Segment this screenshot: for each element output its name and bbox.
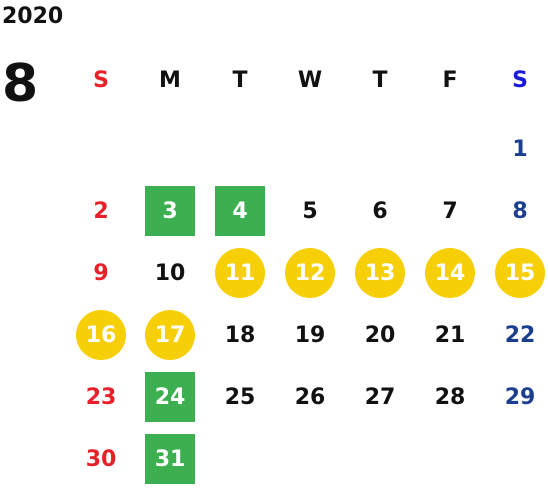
day-cell-15[interactable]: 15	[495, 248, 545, 298]
weekday-header-sunday: S	[93, 67, 109, 93]
day-cell-16[interactable]: 16	[76, 310, 126, 360]
day-cell-5[interactable]: 5	[302, 198, 318, 224]
day-cell-19[interactable]: 19	[294, 322, 326, 348]
day-cell-22[interactable]: 22	[504, 322, 536, 348]
weekday-header-wednesday: W	[297, 67, 323, 93]
day-cell-1[interactable]: 1	[512, 136, 528, 162]
weekday-header-monday: M	[159, 67, 181, 93]
weekday-header-thursday: T	[372, 67, 388, 93]
year-label: 2020	[2, 4, 64, 29]
day-cell-7[interactable]: 7	[442, 198, 458, 224]
day-cell-6[interactable]: 6	[372, 198, 388, 224]
weekday-header-tuesday: T	[232, 67, 248, 93]
day-cell-9[interactable]: 9	[93, 260, 109, 286]
day-cell-11[interactable]: 11	[215, 248, 265, 298]
weekday-header-friday: F	[442, 67, 458, 93]
day-cell-28[interactable]: 28	[434, 384, 466, 410]
day-cell-24[interactable]: 24	[145, 372, 195, 422]
day-cell-18[interactable]: 18	[224, 322, 256, 348]
day-cell-23[interactable]: 23	[85, 384, 117, 410]
day-cell-14[interactable]: 14	[425, 248, 475, 298]
weekday-header-saturday: S	[512, 67, 528, 93]
month-label: 8	[2, 54, 39, 114]
day-cell-29[interactable]: 29	[504, 384, 536, 410]
day-cell-12[interactable]: 12	[285, 248, 335, 298]
day-cell-26[interactable]: 26	[294, 384, 326, 410]
day-cell-30[interactable]: 30	[85, 446, 117, 472]
day-cell-2[interactable]: 2	[93, 198, 109, 224]
day-cell-13[interactable]: 13	[355, 248, 405, 298]
day-cell-20[interactable]: 20	[364, 322, 396, 348]
day-cell-10[interactable]: 10	[154, 260, 186, 286]
day-cell-17[interactable]: 17	[145, 310, 195, 360]
day-cell-25[interactable]: 25	[224, 384, 256, 410]
day-cell-31[interactable]: 31	[145, 434, 195, 484]
day-cell-3[interactable]: 3	[145, 186, 195, 236]
day-cell-8[interactable]: 8	[512, 198, 528, 224]
day-cell-4[interactable]: 4	[215, 186, 265, 236]
day-cell-27[interactable]: 27	[364, 384, 396, 410]
day-cell-21[interactable]: 21	[434, 322, 466, 348]
